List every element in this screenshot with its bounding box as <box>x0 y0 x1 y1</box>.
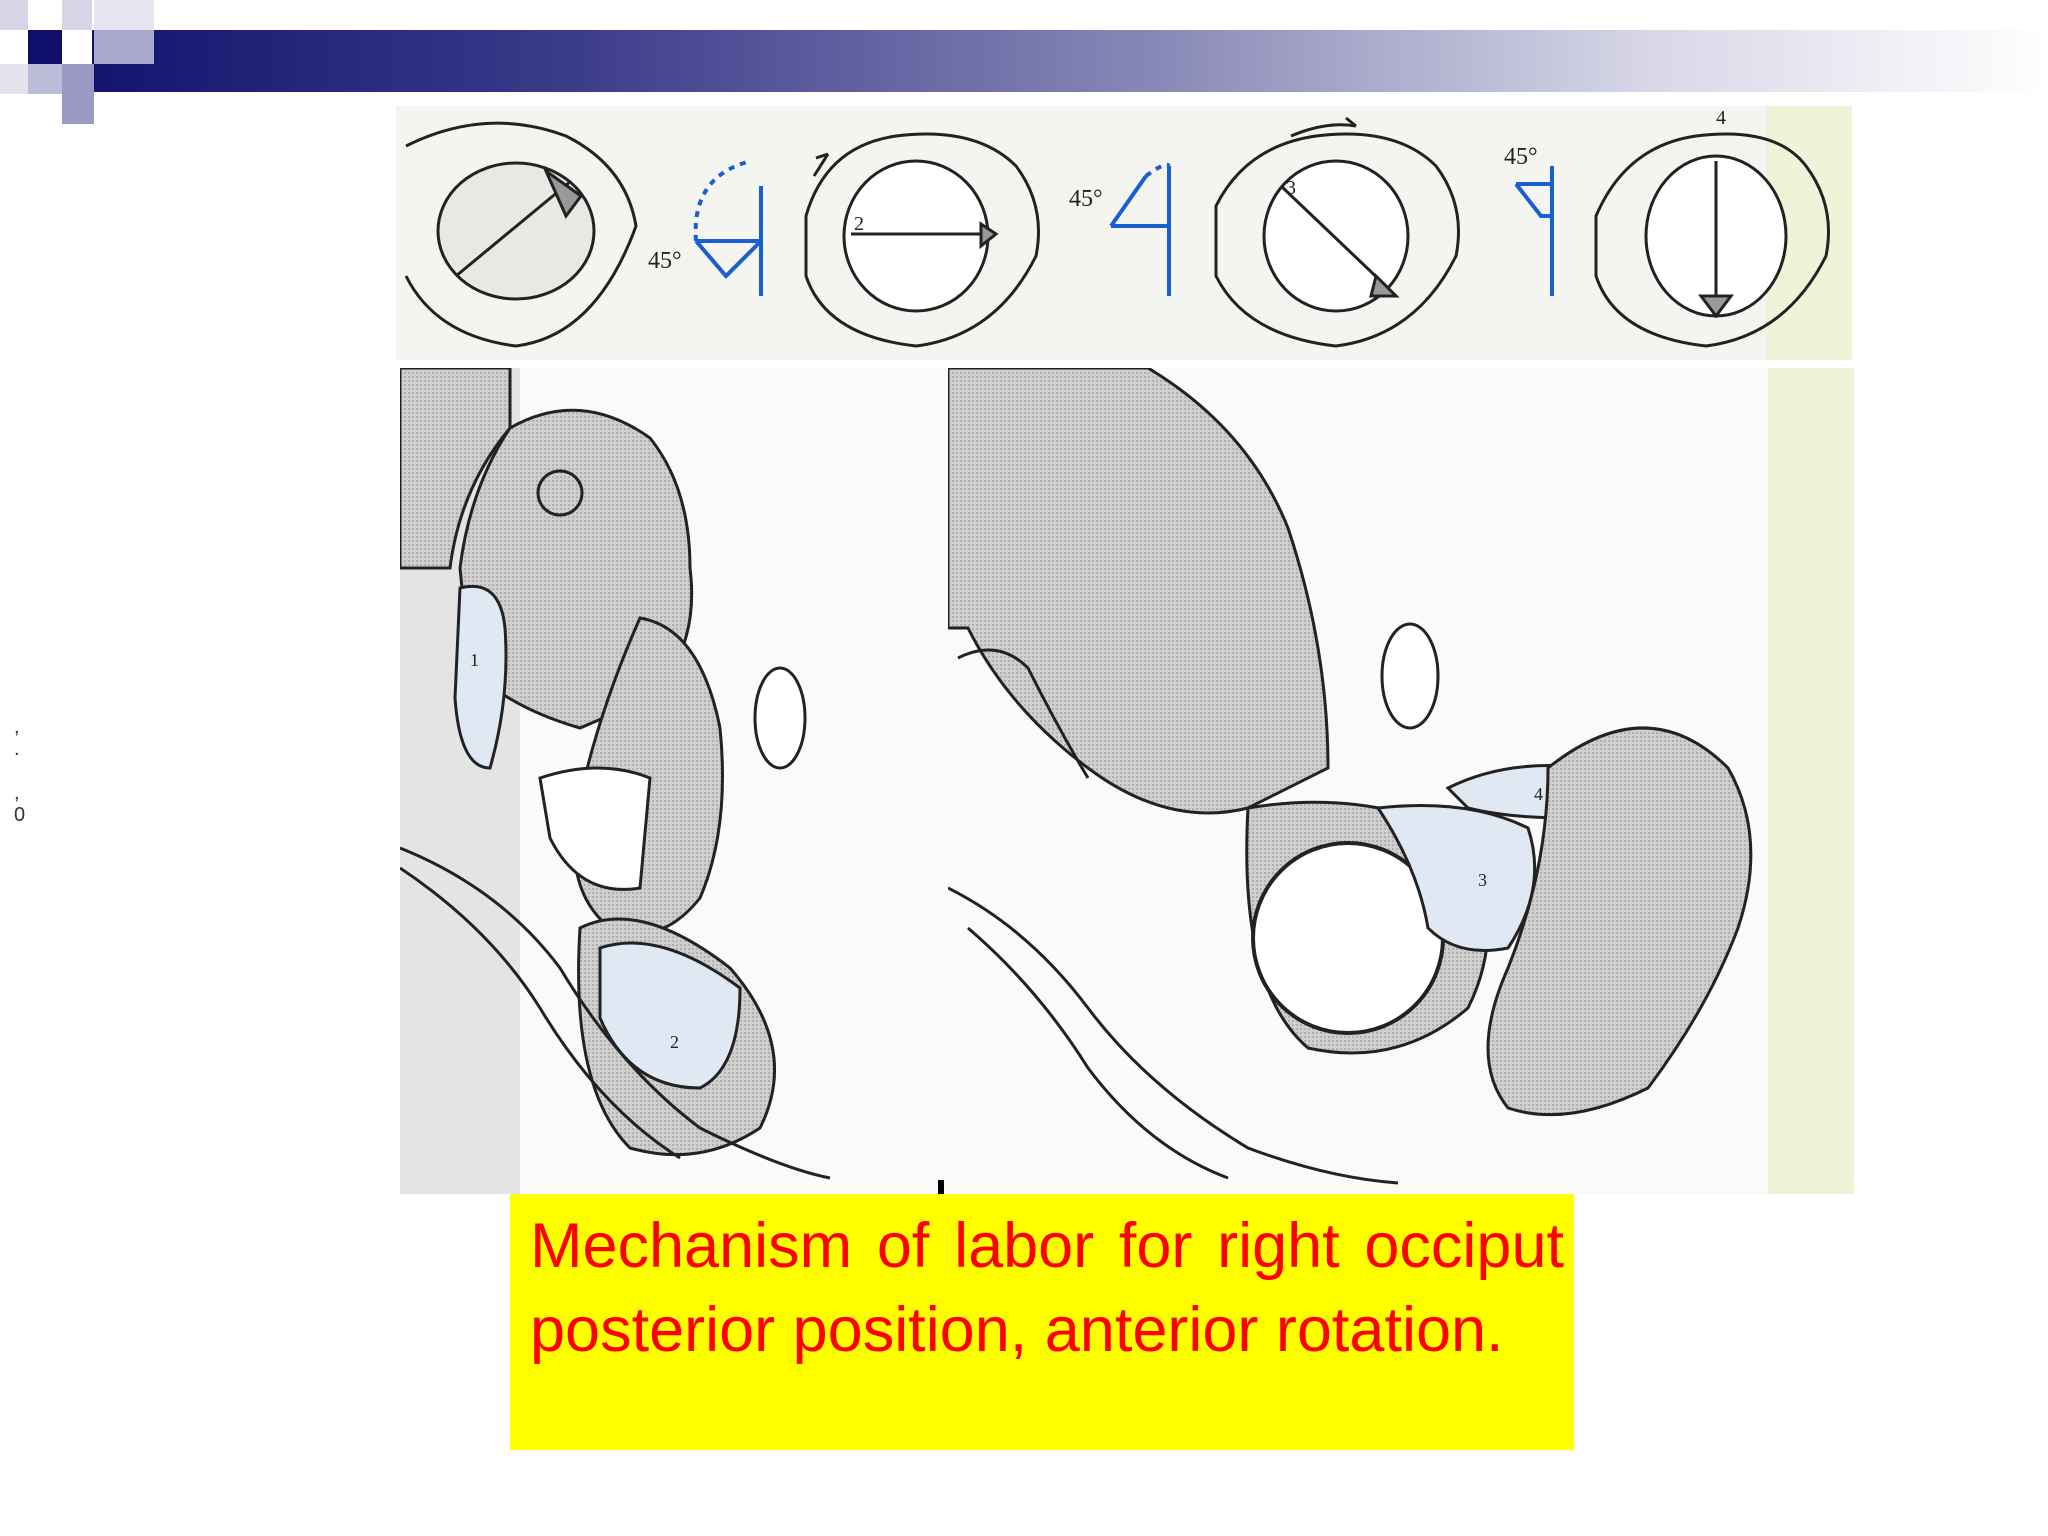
angle-diagram-1 <box>693 159 763 296</box>
angle-diagram-3 <box>1514 166 1554 296</box>
side-marks: , . , 0 <box>14 716 26 826</box>
header-square <box>0 64 28 94</box>
header-square <box>94 0 154 30</box>
angle-label-2: 45° <box>1069 186 1103 212</box>
header-square <box>94 30 154 64</box>
pelvis-view-1 <box>404 121 638 348</box>
stage-label-4: 4 <box>1716 107 1726 129</box>
header-square <box>28 64 62 94</box>
pelvis-view-2 <box>804 132 1040 348</box>
region-label-1: 1 <box>470 650 479 670</box>
header-square <box>62 0 92 30</box>
region-label-2: 2 <box>670 1032 679 1052</box>
sagittal-view-left: 1 2 <box>400 368 948 1194</box>
region-label-4: 4 <box>1534 784 1543 804</box>
header-square-dark <box>28 30 62 64</box>
region-label-3: 3 <box>1478 870 1487 890</box>
angle-label-3: 45° <box>1504 144 1538 170</box>
pelvis-view-3 <box>1214 116 1460 348</box>
header-gradient-bar <box>92 30 2048 92</box>
pelvis-view-4 <box>1594 132 1830 348</box>
header-square <box>0 0 28 30</box>
angle-label-1: 45° <box>648 248 682 274</box>
stage-label-3: 3 <box>1286 177 1296 199</box>
caption-box: Mechanism of labor for right occiput pos… <box>510 1194 1574 1450</box>
angle-diagram-2 <box>1109 162 1171 296</box>
sagittal-view-right: 3 4 <box>948 368 1854 1194</box>
stage-label-2: 2 <box>854 213 864 235</box>
cursor-mark <box>938 1180 944 1196</box>
rotation-stages-figure: 45° 2 45° 3 45° <box>396 106 1852 360</box>
caption-text: Mechanism of labor for right occiput pos… <box>530 1211 1564 1365</box>
header-square <box>62 64 94 124</box>
